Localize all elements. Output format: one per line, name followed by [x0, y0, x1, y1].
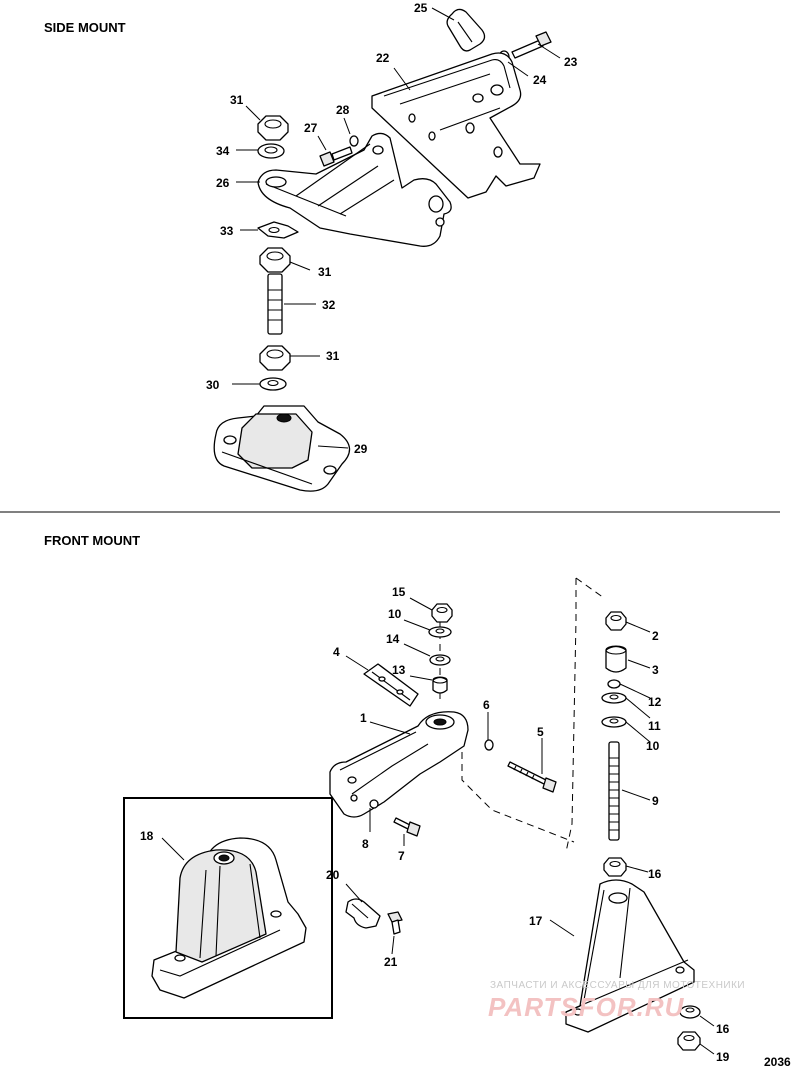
- callout-9: 9: [652, 794, 659, 808]
- callout-24: 24: [533, 73, 547, 87]
- callout-19: 19: [716, 1050, 730, 1064]
- callout-20: 20: [326, 868, 340, 882]
- watermark: ЗАПЧАСТИ И АКСЕССУАРЫ ДЛЯ МОТОТЕХНИКИ PA…: [488, 980, 745, 1022]
- callout-16-upper: 16: [648, 867, 662, 881]
- side-mount-title: SIDE MOUNT: [44, 20, 126, 35]
- part-31-nut-middle: [259, 247, 291, 273]
- callout-21: 21: [384, 955, 398, 969]
- callout-16-lower: 16: [716, 1022, 730, 1036]
- part-27-bolt: [319, 146, 353, 167]
- assembly-dashed-lines: [439, 577, 605, 853]
- callout-18: 18: [140, 829, 154, 843]
- part-11-washer: [601, 692, 627, 704]
- callout-labels: 25 23 24 22 31 28 27 34 26 33 31 32 31 3…: [140, 1, 730, 1064]
- callout-22: 22: [376, 51, 390, 65]
- part-4-clip: [363, 663, 419, 707]
- part-18-inset: [123, 797, 333, 1019]
- callout-26: 26: [216, 176, 230, 190]
- callout-12: 12: [648, 695, 662, 709]
- part-28-washer: [349, 135, 359, 147]
- callout-6: 6: [483, 698, 490, 712]
- part-2-nut: [605, 611, 627, 631]
- callout-2: 2: [652, 629, 659, 643]
- callout-14: 14: [386, 632, 400, 646]
- callout-33: 33: [220, 224, 234, 238]
- part-19-nut: [677, 1031, 701, 1051]
- callout-28: 28: [336, 103, 350, 117]
- callout-27: 27: [304, 121, 318, 135]
- callout-1: 1: [360, 711, 367, 725]
- part-23-bolt: [511, 31, 552, 59]
- part-10-washer-lower: [601, 716, 627, 728]
- part-9-threaded-stud: [608, 741, 620, 841]
- part-21-bolt: [387, 911, 403, 935]
- callout-30: 30: [206, 378, 220, 392]
- part-8-washer: [369, 799, 379, 809]
- part-5-bolt: [507, 761, 557, 793]
- part-12-washer: [607, 679, 621, 689]
- callout-31-middle: 31: [318, 265, 332, 279]
- callout-7: 7: [398, 849, 405, 863]
- front-mount-leader-lines: [161, 597, 715, 1055]
- part-22-side-bracket: [371, 52, 541, 199]
- part-29-rubber-mount: [213, 405, 351, 492]
- part-6-washer: [484, 739, 494, 751]
- part-1-front-bracket: [329, 711, 469, 818]
- callout-15: 15: [392, 585, 406, 599]
- part-30-flat-washer: [259, 377, 287, 391]
- part-7-bolt: [393, 817, 421, 837]
- callout-13: 13: [392, 663, 406, 677]
- part-20-clamp: [345, 898, 381, 929]
- callout-31-bottom: 31: [326, 349, 340, 363]
- part-3-bushing: [605, 645, 627, 673]
- part-34-lock-washer: [257, 143, 285, 159]
- part-14-washer: [429, 654, 451, 666]
- front-mount-title: FRONT MOUNT: [44, 533, 140, 548]
- part-16-nut-upper: [603, 857, 627, 877]
- part-10-washer-upper: [428, 626, 452, 638]
- watermark-brand: PARTSFOR.RU: [488, 992, 685, 1022]
- callout-32: 32: [322, 298, 336, 312]
- part-17-pedestal-mount: [565, 879, 695, 1033]
- callout-29: 29: [354, 442, 368, 456]
- watermark-caption: ЗАПЧАСТИ И АКСЕССУАРЫ ДЛЯ МОТОТЕХНИКИ: [490, 980, 745, 991]
- side-mount-leader-lines: [232, 7, 561, 449]
- part-32-stud: [267, 273, 283, 335]
- part-31-nut-bottom: [259, 345, 291, 371]
- callout-23: 23: [564, 55, 578, 69]
- callout-8: 8: [362, 837, 369, 851]
- callout-25: 25: [414, 1, 428, 15]
- callout-11: 11: [648, 719, 661, 733]
- part-33-tab-washer: [257, 221, 299, 239]
- part-26-mount-bracket: [257, 132, 452, 247]
- part-15-nut: [431, 603, 453, 623]
- diagram-id: 2036: [764, 1055, 791, 1069]
- callout-17: 17: [529, 914, 543, 928]
- callout-10-upper: 10: [388, 607, 402, 621]
- part-31-nut-top: [257, 115, 289, 141]
- callout-34: 34: [216, 144, 230, 158]
- callout-10-lower: 10: [646, 739, 660, 753]
- callout-3: 3: [652, 663, 659, 677]
- part-13-spacer: [432, 676, 448, 694]
- part-16-nut-lower: [679, 1005, 701, 1019]
- callout-4: 4: [333, 645, 340, 659]
- callout-5: 5: [537, 725, 544, 739]
- callout-31-top: 31: [230, 93, 244, 107]
- part-25-clamp: [446, 8, 486, 52]
